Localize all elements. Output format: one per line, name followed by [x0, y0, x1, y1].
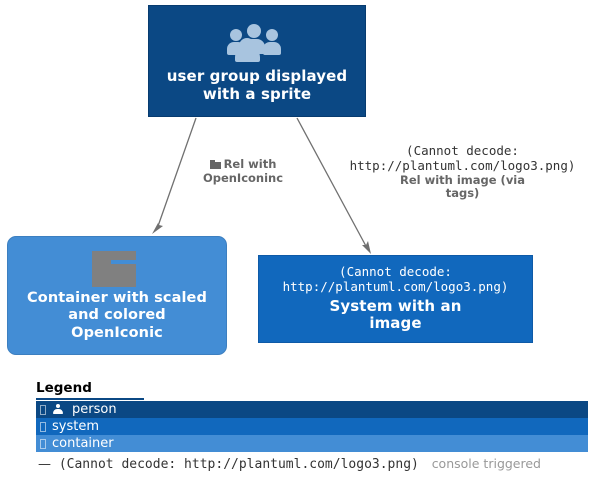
edge-label-left: Rel with OpenIconinc	[178, 157, 308, 186]
node-system-title: System with an image	[329, 296, 462, 333]
node-container-title: Container with scaled and colored OpenIc…	[27, 290, 207, 341]
legend-row-container[interactable]: container	[36, 435, 588, 452]
missing-glyph-icon	[40, 438, 46, 449]
legend-title: Legend	[36, 380, 92, 396]
edge-arrowhead-system	[362, 241, 371, 254]
edge-arrowhead-container	[152, 223, 163, 234]
edge-label-left-text: Rel with OpenIconinc	[202, 157, 284, 185]
legend-label-system: system	[52, 419, 99, 434]
legend-footer-dash: —	[38, 457, 51, 472]
edge-label-right-text: Rel with image (via tags)	[399, 172, 526, 201]
legend-footer-note: console triggered	[431, 456, 541, 471]
missing-glyph-icon	[40, 404, 46, 415]
node-system[interactable]: (Cannot decode: http://plantuml.com/logo…	[258, 255, 533, 343]
edge-right-image-error: (Cannot decode: http://plantuml.com/logo…	[349, 143, 576, 174]
node-person[interactable]: user group displayed with a sprite	[148, 5, 366, 117]
edge-line-person-to-container	[156, 117, 197, 230]
legend-label-container: container	[52, 436, 114, 451]
node-system-image-error: (Cannot decode: http://plantuml.com/logo…	[282, 264, 509, 294]
user-group-icon	[227, 22, 287, 63]
missing-glyph-icon	[40, 421, 46, 432]
legend: Legend person system container — (Cannot…	[36, 380, 588, 472]
legend-footer: — (Cannot decode: http://plantuml.com/lo…	[36, 456, 588, 472]
legend-underline	[36, 398, 144, 400]
legend-row-person[interactable]: person	[36, 401, 588, 418]
node-person-title: user group displayed with a sprite	[166, 67, 348, 103]
edge-line-person-to-system	[296, 117, 368, 249]
legend-label-person: person	[72, 402, 117, 417]
person-icon	[52, 404, 63, 415]
node-container[interactable]: Container with scaled and colored OpenIc…	[7, 236, 227, 355]
legend-footer-image-error: (Cannot decode: http://plantuml.com/logo…	[58, 457, 419, 472]
edge-label-right: (Cannot decode: http://plantuml.com/logo…	[325, 143, 600, 201]
folder-icon	[92, 251, 142, 288]
folder-icon-small	[209, 160, 221, 169]
legend-row-system[interactable]: system	[36, 418, 588, 435]
